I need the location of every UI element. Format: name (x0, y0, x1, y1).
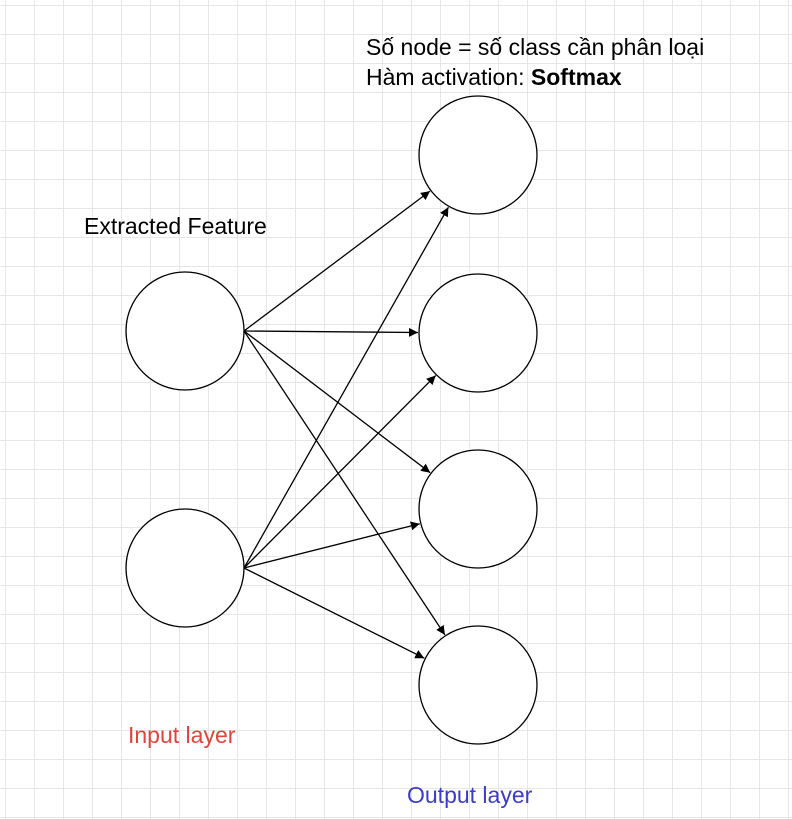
connection-input-2-output-2 (243, 375, 437, 569)
activation-note-prefix: Hàm activation: (366, 64, 531, 90)
output-node-3 (418, 449, 538, 569)
output-node-2 (418, 273, 538, 393)
input-node-2 (125, 508, 245, 628)
output-node-4 (418, 625, 538, 745)
connection-input-1-output-4 (243, 330, 446, 636)
connection-input-2-output-3 (243, 521, 420, 569)
activation-note: Hàm activation: Softmax (366, 63, 622, 91)
node-count-note: Số node = số class cần phân loại (366, 34, 705, 60)
connection-input-1-output-3 (243, 330, 431, 474)
connection-input-1-output-2 (243, 327, 419, 337)
activation-function-name: Softmax (530, 64, 622, 90)
input-layer-label: Input layer (128, 722, 236, 748)
connection-input-2-output-4 (243, 567, 425, 659)
connection-input-1-output-1 (243, 190, 431, 332)
output-layer-label: Output layer (407, 782, 533, 808)
connection-input-2-output-1 (243, 206, 449, 569)
extracted-feature-label: Extracted Feature (84, 213, 267, 239)
input-node-1 (125, 271, 245, 391)
output-node-1 (418, 95, 538, 215)
